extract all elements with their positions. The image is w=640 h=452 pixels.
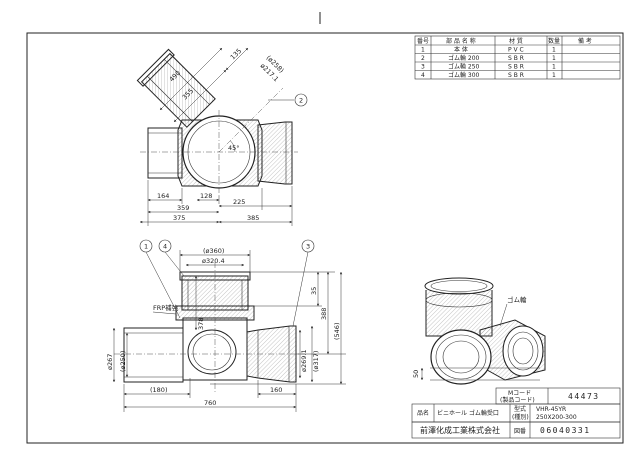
tb-mcode-label-2: (製品コード) [500, 396, 535, 404]
plan-left-pipe [147, 127, 183, 179]
tb-model-label-2: (種別) [512, 413, 529, 421]
front-frp-label: FRP補強 [153, 303, 179, 312]
front-dim-267: ø267 [106, 354, 114, 370]
sheet-border [26, 32, 624, 444]
balloon-4-label: 4 [163, 243, 167, 251]
plan-dim-375: 375 [173, 214, 185, 222]
row4-no: 4 [421, 72, 425, 79]
iso-branch-mouth [502, 325, 544, 377]
tb-mcode-label-1: Mコード [508, 390, 531, 397]
th-note: 備 考 [578, 37, 592, 45]
front-dim-250: (ø250) [119, 351, 127, 372]
front-dim-269: ø269.1 [300, 349, 308, 372]
row2-no: 2 [421, 55, 425, 62]
front-dim-35: 35 [310, 287, 318, 295]
iso-riser-rim [424, 277, 494, 295]
plan-dim-164: 164 [157, 192, 169, 200]
front-dim-317: (ø317) [312, 351, 320, 372]
row1-name: 本 体 [454, 46, 468, 54]
row2-material: S B R [508, 55, 524, 62]
plan-view: 45° 490 355 135 (ø258) ø217.1 2 164 128 … [136, 47, 308, 226]
iso-view: ゴム輪 50 [412, 277, 546, 385]
front-dim-360: (ø360) [203, 247, 224, 255]
title-block: Mコード (製品コード) 44473 品名 ビニホール ゴム輪受口 型式 (種別… [411, 387, 621, 439]
tb-company: 前澤化成工業株式会社 [420, 425, 500, 435]
front-dim-378: 378 [197, 318, 205, 330]
row3-name: ゴム輪 250 [448, 63, 480, 71]
plan-dim-45deg: 45° [228, 144, 240, 152]
tb-mcode-value: 44473 [568, 392, 600, 401]
iso-rubber-label: ゴム輪 [507, 295, 527, 304]
tb-name-value: ビニホール ゴム輪受口 [437, 409, 499, 417]
front-view: (ø360) ø320.4 378 35 388 (546) ø267 (ø25… [106, 239, 346, 412]
plan-dim-128: 128 [200, 192, 212, 200]
plan-right-socket [257, 121, 293, 185]
front-dim-388: 388 [320, 308, 328, 320]
row4-name: ゴム輪 300 [448, 71, 480, 79]
balloon-2-label: 2 [299, 97, 303, 105]
th-name: 部 品 名 称 [446, 37, 476, 45]
tb-drawing-no-label: 図番 [514, 428, 526, 435]
plan-dim-359: 359 [177, 204, 189, 212]
front-dim-546: (546) [333, 323, 341, 340]
row3-material: S B R [508, 64, 524, 71]
front-dim-180: (180) [150, 386, 167, 394]
row3-no: 3 [421, 64, 425, 71]
parts-table: 番号 部 品 名 称 材 質 数量 備 考 1 本 体 P V C 1 2 ゴム… [414, 35, 621, 80]
tb-drawing-no-value: 06040331 [540, 426, 591, 435]
iso-main-mouth [430, 329, 492, 385]
row3-qty: 1 [552, 64, 556, 71]
row1-qty: 1 [552, 47, 556, 54]
row2-qty: 1 [552, 55, 556, 62]
front-body [182, 317, 248, 381]
row4-qty: 1 [552, 72, 556, 79]
tb-model-value-1: VHR-45YR [536, 406, 566, 413]
row1-no: 1 [421, 47, 425, 54]
front-left-pipe [123, 327, 184, 383]
front-dim-760: 760 [204, 399, 216, 407]
row1-material: P V C [508, 47, 524, 54]
plan-dim-385: 385 [247, 214, 259, 222]
th-material: 材 質 [509, 37, 523, 45]
front-branch-opening [187, 329, 237, 375]
tb-model-label-1: 型式 [514, 405, 526, 413]
tb-model-value-2: 250X200-300 [536, 414, 577, 421]
row2-name: ゴム輪 200 [448, 54, 480, 62]
th-no: 番号 [417, 38, 429, 45]
iso-dim-50: 50 [412, 370, 420, 378]
balloon-1-label: 1 [144, 243, 148, 251]
plan-dim-225: 225 [233, 198, 245, 206]
front-dim-160: 160 [270, 386, 282, 394]
row4-material: S B R [508, 72, 524, 79]
th-qty: 数量 [548, 37, 560, 45]
balloon-2 [294, 93, 308, 107]
tb-name-label: 品名 [417, 409, 429, 417]
plan-dim-135: 135 [229, 47, 243, 61]
front-dim-320: ø320.4 [202, 257, 225, 265]
balloon-3-label: 3 [306, 243, 310, 251]
